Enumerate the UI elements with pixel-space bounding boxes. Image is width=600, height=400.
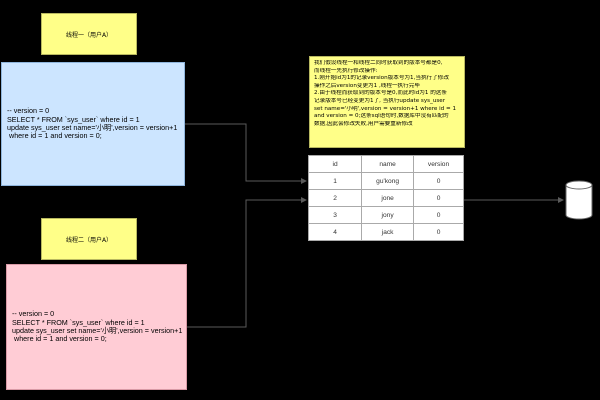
cell-id: 4 [307, 223, 363, 241]
description-note: 我们假设线程一和线程二同时获取到的版本号都是0, 而线程一先执行修改操作: 1.… [309, 56, 465, 148]
description-line: 我们假设线程一和线程二同时获取到的版本号都是0, [314, 60, 443, 66]
description-line: 1.刚开始id为1的记录version版本号为1,当执行了修改 [314, 75, 449, 82]
thread2-code-line: -- version = 0 [12, 309, 55, 319]
thread1-label: 线程一（用户A） [65, 31, 113, 39]
description-line: and version = 0;这条sql语句时,数据库中没有匹配的 [314, 113, 449, 120]
description-line: 2.由于线程而获取到的版本号是0,而此时id为1 的这条 [314, 90, 447, 97]
description-line: 而线程一先执行修改操作: [314, 67, 378, 74]
thread2-code-line: update sys_user set name='小明',version = … [12, 326, 183, 335]
thread2-label: 线程二（用户A） [65, 236, 113, 244]
thread2-connector [187, 197, 307, 328]
table-row: 4 jack 0 [307, 223, 464, 241]
description-line: set name='小明',version = version+1 where … [314, 105, 457, 112]
description-line: 数据,因此会修改失败,用户需要重新修改 [314, 120, 413, 127]
thread1-connector [185, 123, 307, 184]
thread1-label-note: 线程一（用户A） [41, 13, 137, 55]
table-row: 2 jone 0 [307, 189, 464, 207]
cell-version: 0 [413, 223, 464, 241]
sys-user-table: id name version 1 gu'kong 0 2 jone 0 3 j… [307, 155, 464, 241]
thread1-code-line: -- version = 0 [7, 106, 50, 116]
thread1-code-line: SELECT * FROM `sys_user` where id = 1 [7, 114, 140, 124]
description-line: 记录版本号已经变更为1了, 当执行update sys_user [314, 97, 446, 104]
table-header-row: id name version [307, 155, 464, 173]
thread1-code-line: update sys_user set name='小明',version = … [7, 123, 178, 132]
table-row: 3 jony 0 [307, 206, 464, 224]
thread2-sql-panel: -- version = 0 SELECT * FROM `sys_user` … [6, 264, 187, 390]
thread2-code-line: SELECT * FROM `sys_user` where id = 1 [12, 317, 145, 327]
thread1-sql-panel: -- version = 0 SELECT * FROM `sys_user` … [1, 62, 185, 186]
thread1-code-line: where id = 1 and version = 0; [7, 131, 102, 141]
description-line: 操作之后version变更为1 ,线程一执行完毕 [314, 82, 420, 89]
database-icon [565, 180, 593, 220]
table-row: 1 gu'kong 0 [307, 172, 464, 190]
thread2-code-line: where id = 1 and version = 0; [12, 334, 107, 344]
thread2-label-note: 线程二（用户A） [41, 218, 137, 260]
cell-name: jack [361, 223, 415, 241]
